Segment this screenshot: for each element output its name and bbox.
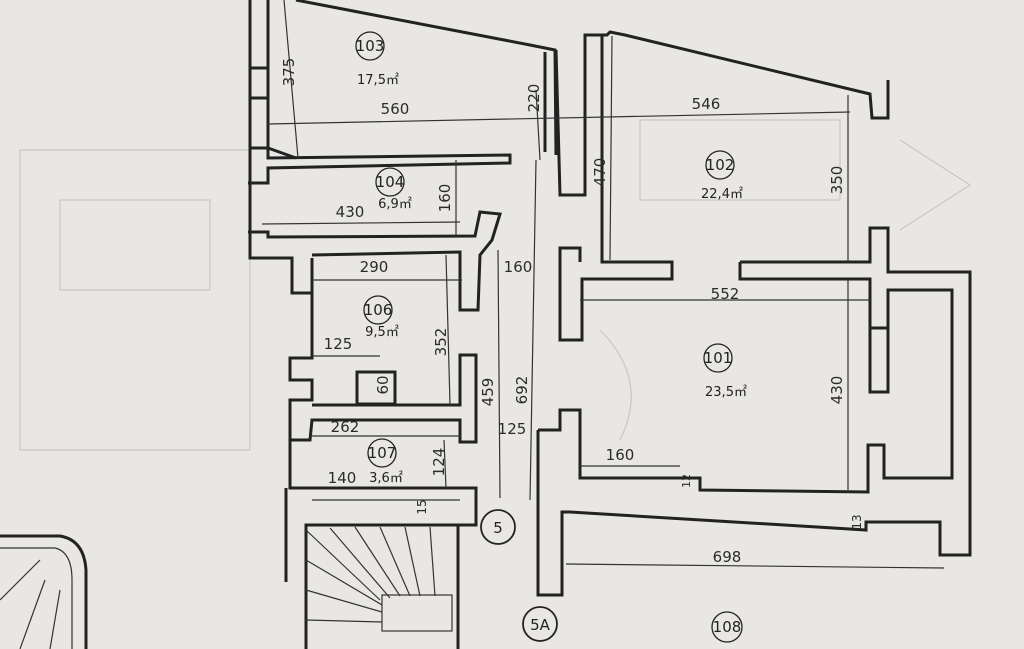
marker-5-label: 5 — [493, 519, 503, 537]
dim-60: 60 — [374, 375, 392, 394]
room-103-area: 17,5㎡ — [357, 73, 399, 88]
dim-552: 552 — [711, 285, 740, 303]
room-102: 102 22,4㎡ — [701, 150, 743, 202]
dim-220: 220 — [525, 84, 543, 113]
horizontal-dimensions: 560 546 430 290 160 552 125 262 125 160 … — [324, 95, 742, 566]
dim-350: 350 — [828, 166, 846, 195]
dim-430-right: 430 — [828, 376, 846, 405]
room-107-number: 107 — [368, 444, 397, 462]
room-104: 104 6,9㎡ — [375, 167, 412, 212]
dim-698: 698 — [713, 548, 742, 566]
dim-692: 692 — [513, 376, 531, 405]
room-106-number: 106 — [364, 301, 393, 319]
room-101-number: 101 — [704, 349, 733, 367]
room-107-area: 3,6㎡ — [369, 471, 403, 486]
dim-262: 262 — [331, 418, 360, 436]
dim-352: 352 — [432, 328, 450, 357]
room-102-area: 22,4㎡ — [701, 187, 743, 202]
background-ghost-lines — [19, 119, 972, 451]
room-102-number: 102 — [706, 156, 735, 174]
dim-124: 124 — [430, 448, 448, 477]
room-108-number: 108 — [713, 618, 742, 636]
dim-15: 15 — [415, 499, 429, 514]
dim-546: 546 — [692, 95, 721, 113]
marker-5a-label: 5A — [530, 616, 551, 634]
room-108: 108 — [711, 611, 743, 643]
marker-5a: 5A — [522, 606, 558, 642]
dim-459: 459 — [479, 378, 497, 407]
room-103: 103 17,5㎡ — [355, 31, 399, 88]
room-101-area: 23,5㎡ — [705, 385, 747, 400]
dim-160-top: 160 — [436, 184, 454, 213]
dim-125-bottom: 125 — [498, 420, 527, 438]
vertical-dimensions: 375 220 470 350 160 352 60 459 692 430 1… — [280, 58, 864, 530]
room-106: 106 9,5㎡ — [363, 295, 399, 340]
walls — [0, 0, 972, 649]
dim-160-mid: 160 — [504, 258, 533, 276]
dim-140: 140 — [328, 469, 357, 487]
room-104-area: 6,9㎡ — [378, 197, 412, 212]
room-107: 107 3,6㎡ — [367, 438, 403, 486]
room-103-number: 103 — [356, 37, 385, 55]
dim-12: 12 — [680, 474, 693, 488]
marker-5: 5 — [480, 509, 516, 545]
dim-470: 470 — [591, 158, 609, 187]
dim-375: 375 — [280, 58, 298, 87]
dim-125-top: 125 — [324, 335, 353, 353]
dim-13: 13 — [850, 514, 864, 529]
room-101: 101 23,5㎡ — [703, 343, 747, 400]
room-104-number: 104 — [376, 173, 405, 191]
room-106-area: 9,5㎡ — [365, 325, 399, 340]
dim-560: 560 — [381, 100, 410, 118]
dim-430-top: 430 — [336, 203, 365, 221]
dim-290: 290 — [360, 258, 389, 276]
dimension-lines — [261, 0, 945, 569]
dim-160-bottom: 160 — [606, 446, 635, 464]
